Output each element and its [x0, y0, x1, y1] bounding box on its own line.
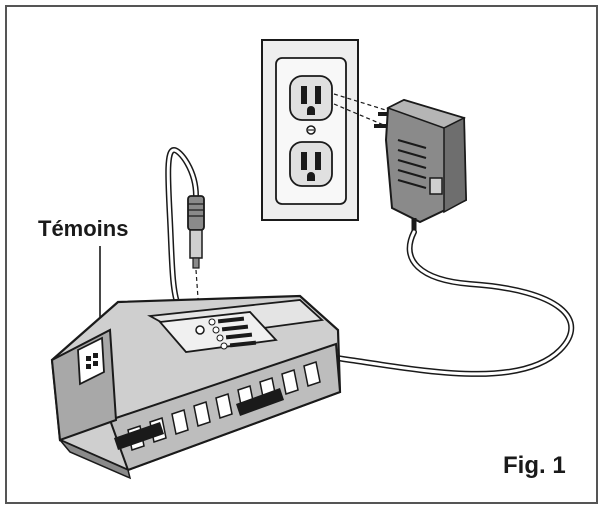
battery-charger-icon [50, 294, 342, 480]
adapter-cable [287, 229, 575, 377]
jack-guide-line [195, 269, 201, 327]
barrel-plug-icon [187, 195, 205, 269]
power-adapter-icon [374, 98, 468, 232]
figure-caption: Fig. 1 [503, 452, 566, 479]
indicator-lights-label: Témoins [38, 216, 129, 241]
plug-guide-lines [333, 93, 393, 127]
barrel-cable [165, 146, 199, 308]
wall-outlet-icon [261, 39, 359, 221]
